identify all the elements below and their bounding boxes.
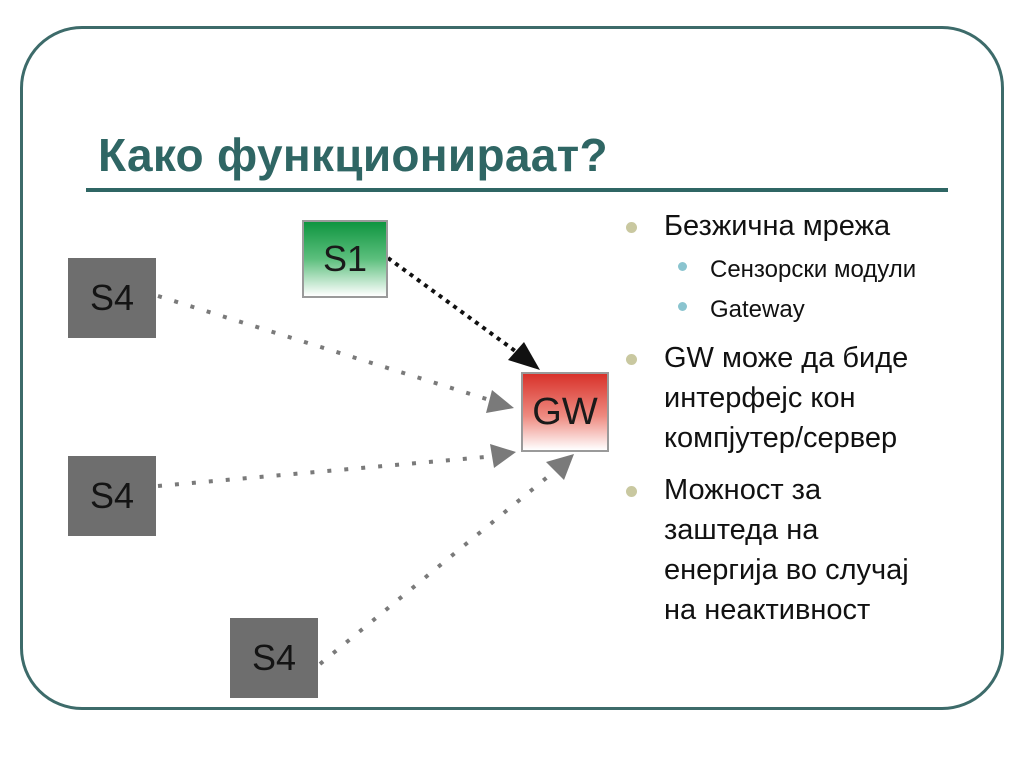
- sub-bullet-item: Сензорски модули: [626, 250, 996, 290]
- bullet-list: Безжична мрежа Сензорски модули Gateway …: [626, 206, 996, 634]
- sub-bullet-text: Сензорски модули: [710, 256, 917, 283]
- bullet-text-line: интерфејс кон: [664, 382, 856, 414]
- bullet-text-line: заштеда на: [664, 514, 819, 546]
- node-s4-top: S4: [68, 258, 156, 338]
- bullet-dot-icon: [626, 222, 637, 233]
- bullet-dot-icon: [626, 354, 637, 365]
- bullet-item: Можност за заштеда на енергија во случај…: [626, 470, 996, 630]
- sub-bullet-item: Gateway: [626, 290, 996, 330]
- arrowhead-s4-middle-gw: [490, 444, 516, 468]
- link-s4-bottom-gw: [318, 468, 558, 666]
- arrowhead-s4-top-gw: [486, 390, 514, 413]
- bullet-text-line: на неактивност: [664, 594, 871, 626]
- node-s1: S1: [302, 220, 388, 298]
- link-s4-top-gw: [157, 294, 497, 404]
- bullet-text-line: компјутер/сервер: [664, 422, 898, 454]
- bullet-text-line: енергија во случај: [664, 554, 909, 586]
- bullet-item: Безжична мрежа: [626, 206, 996, 246]
- bullet-text: Безжична мрежа: [664, 210, 891, 242]
- bullet-item: GW може да биде интерфејс кон компјутер/…: [626, 338, 996, 458]
- arrowhead-s4-bottom-gw: [546, 454, 574, 480]
- bullet-dot-icon: [626, 486, 637, 497]
- bullet-text-line: Можност за: [664, 474, 822, 506]
- sub-bullet-text: Gateway: [710, 296, 805, 323]
- bullet-text-line: GW може да биде: [664, 342, 909, 374]
- title-underline: [86, 188, 948, 192]
- node-s4-middle: S4: [68, 456, 156, 536]
- sub-bullet-dot-icon: [678, 302, 687, 311]
- link-s1-gw: [386, 256, 524, 358]
- link-s4-middle-gw: [157, 454, 497, 488]
- slide-title: Како функционираат?: [98, 129, 608, 181]
- node-s4-bottom: S4: [230, 618, 318, 698]
- arrowhead-s1-gw: [508, 342, 540, 370]
- node-gw: GW: [521, 372, 609, 452]
- sub-bullet-dot-icon: [678, 262, 687, 271]
- slide-frame: [20, 26, 1004, 710]
